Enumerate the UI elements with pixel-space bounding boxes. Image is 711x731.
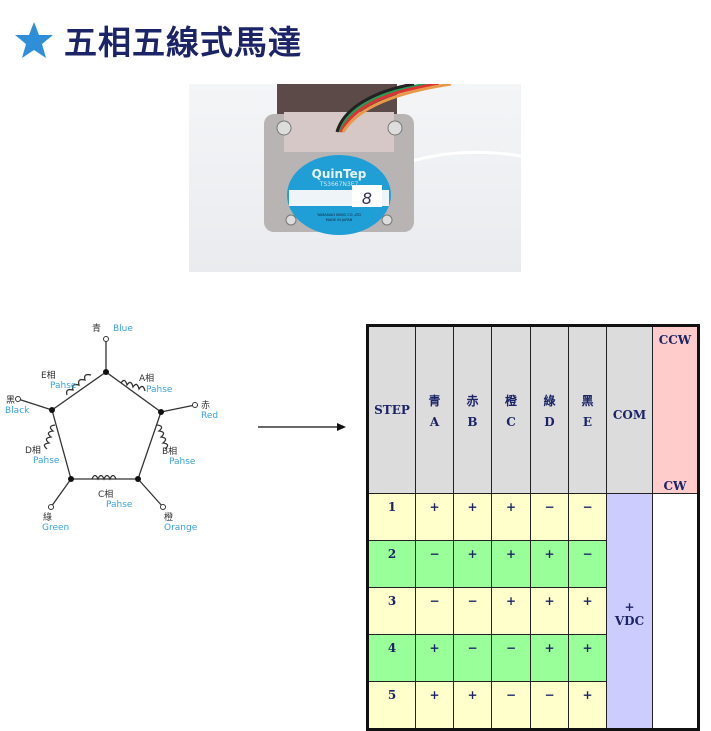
phase-cell: + [491, 587, 531, 635]
label-handwritten: 8 [362, 189, 372, 208]
com-header: COM [606, 325, 653, 494]
phase-cell: + [415, 493, 454, 541]
ccw-label: CCW [658, 333, 692, 347]
label-brand: QuinTep [312, 167, 367, 181]
terminal-orange-zh: 橙 [164, 511, 173, 523]
phase-cell: + [568, 681, 607, 730]
phase-cell: + [491, 540, 531, 588]
wiring-diagram: 青 赤 橙 綠 黑 A相 B相 C相 D相 E相 Blue Red Orange… [5, 322, 218, 533]
step-header: STEP [367, 325, 416, 494]
phase-cell: − [530, 681, 569, 730]
table-row: 2−+++− [367, 540, 699, 588]
terminal-red-zh: 赤 [201, 400, 210, 411]
coil-d-sub: Pahse [33, 456, 60, 466]
phase-cell: − [453, 587, 492, 635]
phase-cell: + [453, 493, 492, 541]
label-model: TS3667N3E7 [319, 181, 359, 188]
step-cell: 5 [367, 681, 416, 730]
table-row: 1+++−−+VDC [367, 493, 699, 730]
coil-e-name: E相 [41, 369, 56, 381]
phase-cell: − [415, 540, 454, 588]
coil-e-sub: Pahse [50, 381, 77, 391]
coil-c-sub: Pahse [106, 500, 133, 510]
terminal-red-en: Red [201, 411, 218, 421]
coil-b-name: B相 [162, 445, 177, 457]
phase-cell: + [453, 681, 492, 730]
phase-cell: + [530, 634, 569, 682]
phase-cell: + [491, 493, 531, 541]
coil-c-name: C相 [98, 488, 113, 500]
coil-b-sub: Pahse [169, 457, 196, 467]
coil-a-name: A相 [139, 372, 154, 384]
terminal-blue-zh: 青 [92, 322, 101, 334]
step-cell: 1 [367, 493, 416, 541]
terminal-green-en: Green [42, 523, 69, 533]
phase-cell: − [415, 587, 454, 635]
com-cell: +VDC [606, 493, 653, 730]
title-text: 五相五線式馬達 [64, 23, 302, 62]
label-maker: YAMASAKI SEIKO CO.,LTD [317, 213, 361, 217]
phase-cell: + [568, 587, 607, 635]
phase-cell: − [453, 634, 492, 682]
arrow-icon [258, 423, 346, 431]
phase-cell: + [530, 540, 569, 588]
step-cell: 3 [367, 587, 416, 635]
phase-cell: − [530, 493, 569, 541]
label-origin: MADE IN JAPAN [326, 218, 353, 222]
step-cell: 2 [367, 540, 416, 588]
coil-d-name: D相 [25, 444, 41, 456]
phase-cell: − [491, 634, 531, 682]
phase-cell: + [415, 634, 454, 682]
terminal-blue-en: Blue [113, 324, 133, 334]
phase-cell: − [568, 540, 607, 588]
terminal-green-zh: 綠 [43, 511, 52, 523]
step-cell: 4 [367, 634, 416, 682]
motor-photo: 8 QuinTep TS3667N3E7 YAMASAKI SEIKO CO.,… [189, 84, 521, 272]
phase-cell: − [568, 493, 607, 541]
phase-cell: + [568, 634, 607, 682]
direction-column: CCW CW [652, 325, 699, 494]
terminal-black-zh: 黑 [6, 395, 15, 406]
phase-cell: + [415, 681, 454, 730]
phase-cell: + [453, 540, 492, 588]
slide-title: 五相五線式馬達 [14, 16, 302, 64]
star-icon [15, 22, 53, 58]
phase-cell: − [491, 681, 531, 730]
cw-label: CW [663, 479, 687, 493]
terminal-black-en: Black [5, 406, 30, 416]
coil-a-sub: Pahse [146, 385, 173, 395]
phase-cell: + [530, 587, 569, 635]
terminal-orange-en: Orange [164, 523, 198, 533]
